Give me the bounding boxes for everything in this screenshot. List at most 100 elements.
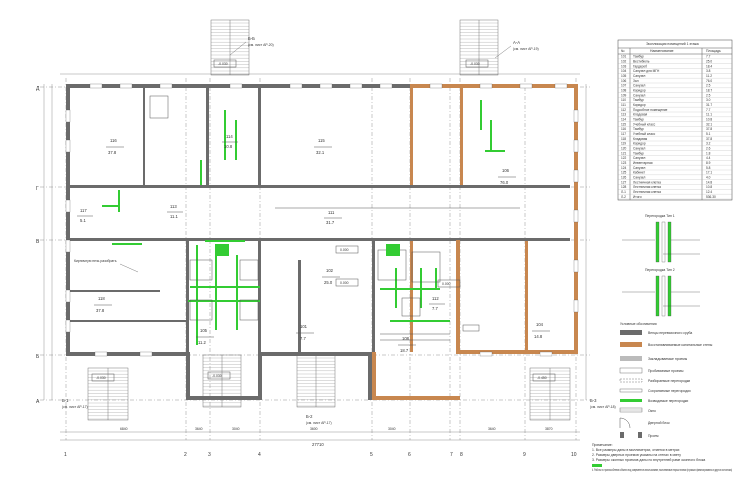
svg-text:101: 101: [300, 324, 308, 329]
explication-cell: 10.8: [706, 118, 712, 122]
explication-cell: 3.0: [706, 98, 711, 102]
explication-cell: 18.7: [706, 89, 712, 93]
axis-num-7: 7: [450, 452, 453, 458]
section-b2-label: Б-2: [306, 414, 313, 419]
axis-letter-d: Д: [36, 86, 40, 92]
axis-letters: Д Г В Б А: [36, 86, 40, 405]
building-walls: [66, 84, 570, 400]
explication-cell: 2.5: [706, 93, 711, 97]
explication-header-name: Наименование: [650, 49, 674, 53]
note-1: 1. Все размеры даны в миллиметрах, отмет…: [592, 448, 680, 452]
room-101: 101 7.7: [296, 324, 314, 341]
legend-item-5: Разбираемые перегородки: [648, 379, 690, 383]
explication-title: Экспликация помещений 1 этажа: [646, 42, 699, 46]
axis-num-6: 6: [408, 452, 411, 458]
svg-text:7.7: 7.7: [300, 336, 306, 341]
axis-letter-b: Б: [36, 354, 40, 360]
explication-cell: 111: [621, 103, 626, 107]
explication-cell: 105: [621, 74, 627, 78]
axis-letter-a: А: [36, 399, 40, 405]
explication-cell: 114: [621, 118, 626, 122]
explication-header-area: Площадь: [706, 49, 721, 53]
svg-text:18.7: 18.7: [400, 348, 409, 353]
notes-title: Примечание:: [592, 443, 613, 447]
explication-cell: 3.2: [706, 142, 711, 146]
svg-text:108: 108: [402, 336, 410, 341]
legend-item-3: Закладываемые проемы: [648, 357, 688, 361]
explication-cell: 122: [621, 156, 627, 160]
explication-cell: 11.1: [706, 113, 712, 117]
axis-num-3: 3: [208, 452, 211, 458]
room-108: 108 18.7: [398, 336, 416, 353]
explication-cell: Лестничная клетка: [633, 185, 661, 189]
explication-cell: Инвентарная: [633, 161, 653, 165]
svg-text:37.8: 37.8: [96, 308, 105, 313]
section-b2-note: (см. лист АР-17): [306, 421, 332, 425]
explication-cell: Санузел: [633, 156, 646, 160]
explication-cell: Кабинет: [633, 171, 646, 175]
dimension-lines: [43, 73, 587, 441]
explication-cell: Вестибюль: [633, 60, 650, 64]
stove-annotation: Кирпичную печь разобрать: [74, 259, 117, 263]
legend-item-2: Восстанавливаемые капитальные стены: [648, 343, 713, 347]
explication-cell: 103: [621, 64, 627, 68]
explication-cell: 536.30: [706, 195, 716, 199]
svg-text:118: 118: [98, 296, 105, 301]
explication-cell: Итого:: [633, 195, 642, 199]
svg-text:31.7: 31.7: [326, 220, 335, 225]
explication-cell: Л-2: [621, 195, 626, 199]
explication-cell: 115: [621, 122, 626, 126]
explication-cell: Л-1: [621, 190, 626, 194]
explication-cell: 118: [621, 137, 626, 141]
svg-text:105: 105: [200, 328, 208, 333]
section-b3-label: Б-3: [590, 398, 597, 403]
svg-text:10.8: 10.8: [224, 144, 233, 149]
partition-1-title: Перегородка Тип 1: [645, 214, 675, 218]
legend-item-7: Возводимые перегородки: [648, 399, 688, 403]
dim-seg-5: 3040: [388, 427, 396, 431]
explication-cell: 1.8: [706, 151, 711, 155]
explication-cell: Тамбур: [633, 98, 644, 102]
axis-num-9: 9: [523, 452, 526, 458]
explication-cell: Коридор: [633, 89, 646, 93]
explication-cell: 25.0: [706, 60, 712, 64]
explication-cell: 107: [621, 84, 627, 88]
explication-cell: Лестничная клетка: [633, 190, 661, 194]
section-b3-note: (см. лист АР-18): [590, 405, 616, 409]
explication-row: Л-2 Итого: 536.30: [618, 195, 732, 200]
level-mark-2: -0.030: [470, 62, 480, 66]
explication-cell: Учебный класс: [633, 132, 656, 136]
axis-num-4: 4: [258, 452, 261, 458]
dim-seg-3: 3040: [232, 427, 240, 431]
legend-item-10: Проем: [648, 434, 659, 438]
explication-cell: 11.2: [706, 74, 712, 78]
explication-cell: 117: [621, 132, 626, 136]
explication-cell: 10.8: [706, 185, 712, 189]
explication-cell: 8.9: [706, 161, 711, 165]
legend-title: Условные обозначения: [620, 322, 657, 326]
